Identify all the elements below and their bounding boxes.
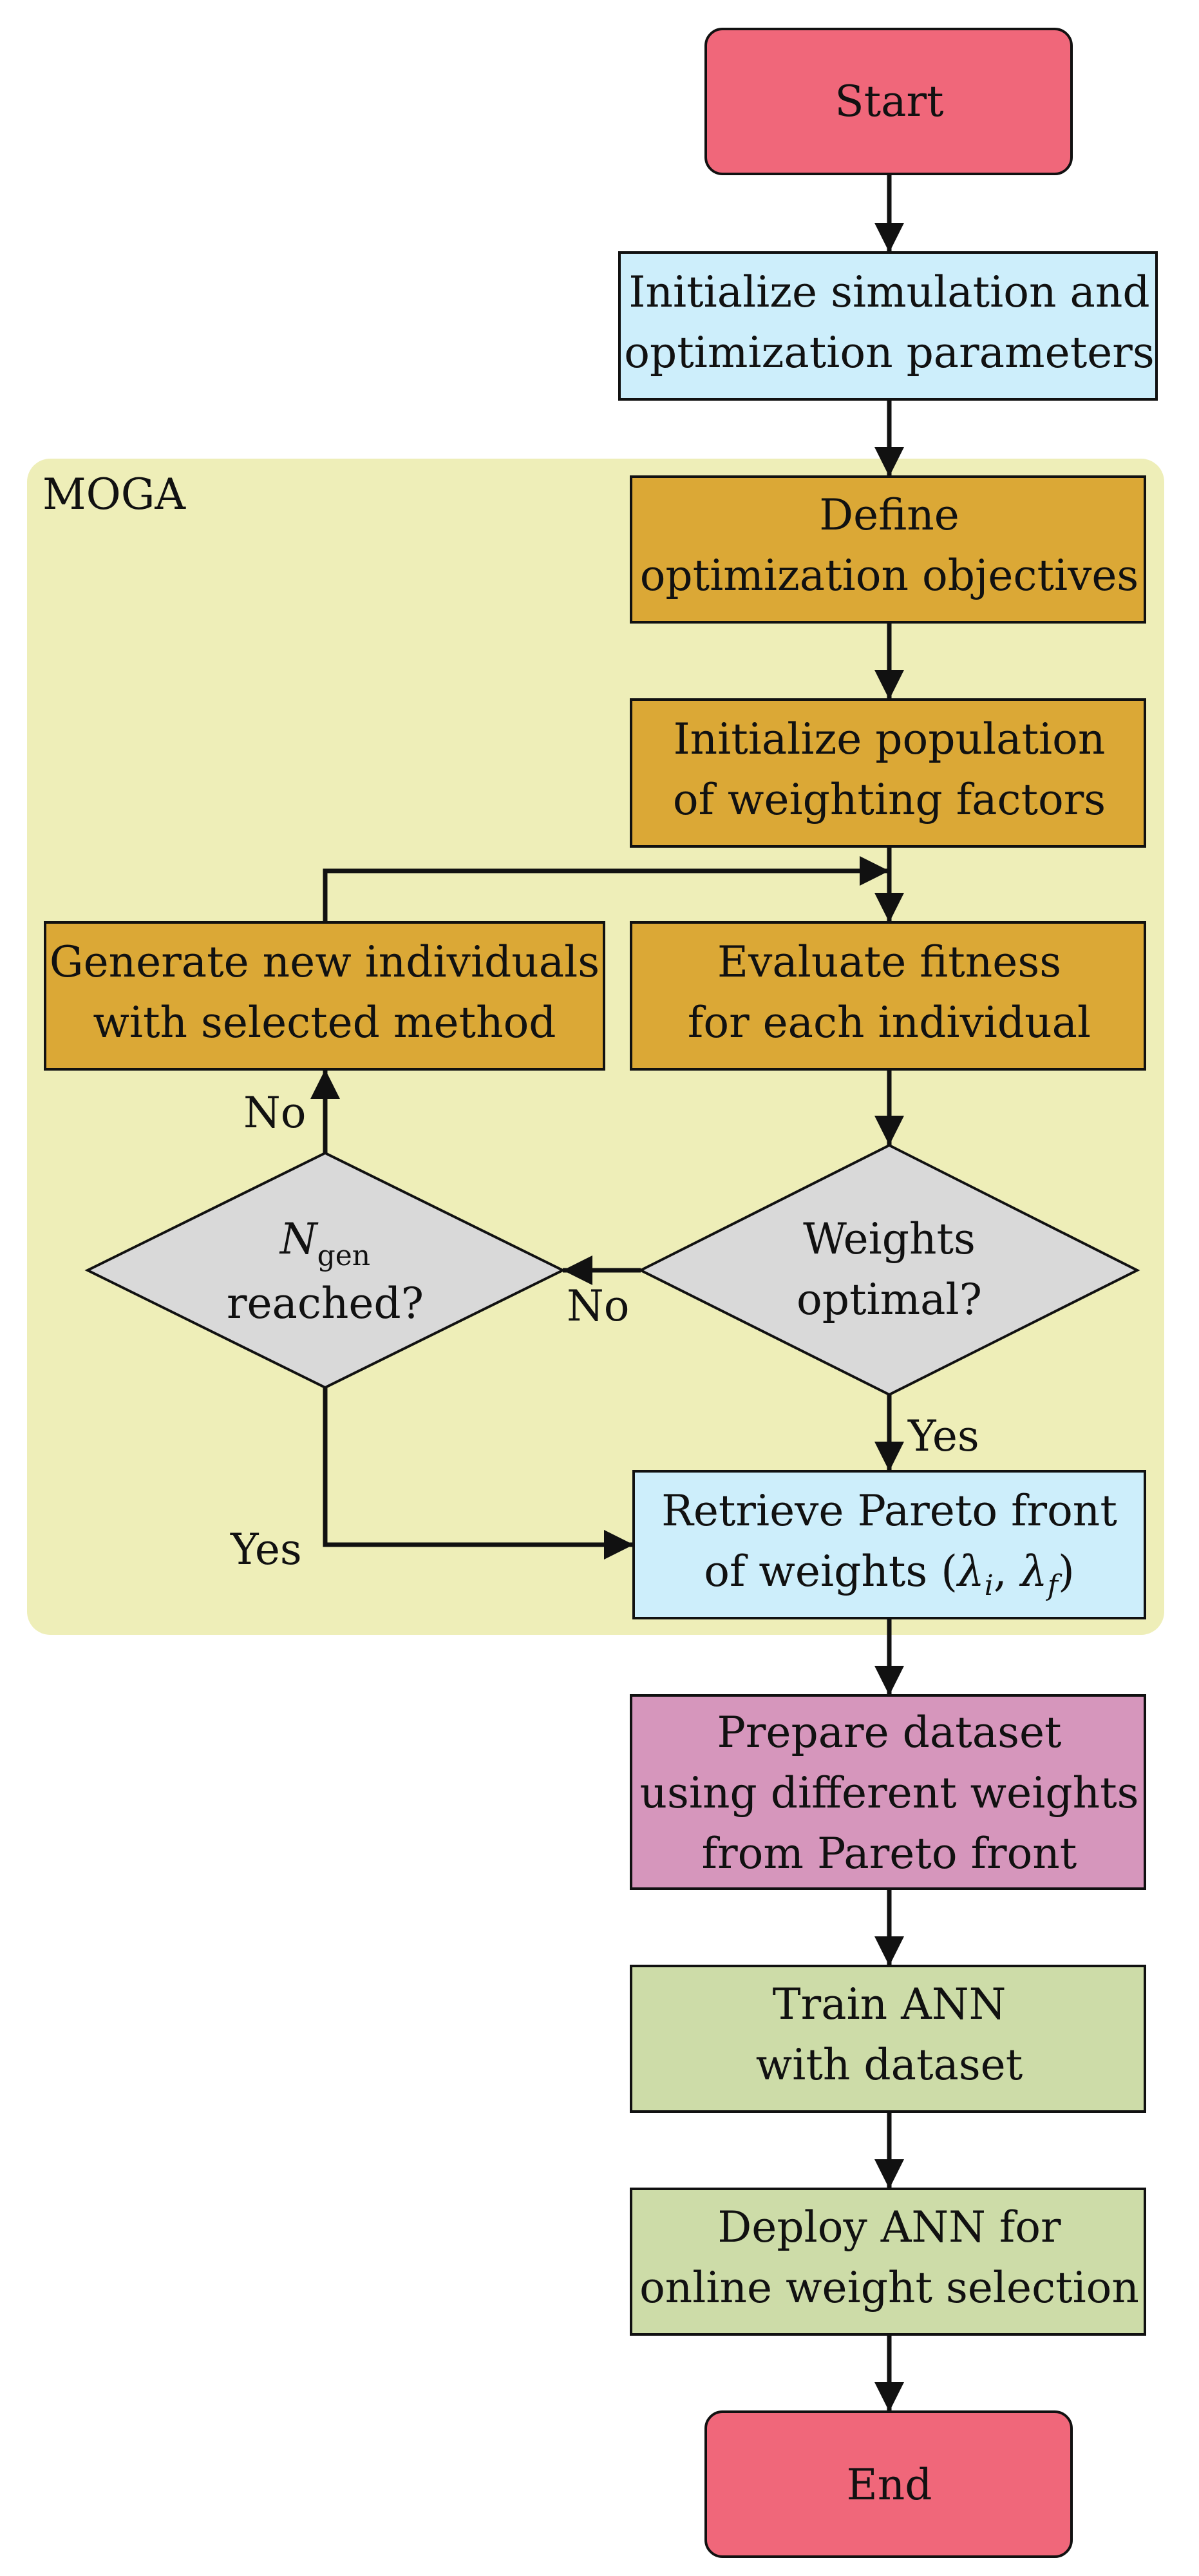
edge-label-ngen-yes: Yes: [230, 1525, 302, 1574]
init-population-line1: Initialize population: [674, 714, 1106, 764]
lambda-i-symbol: λ: [956, 1547, 985, 1596]
prepare-dataset-node: Prepare dataset using different weights …: [630, 1694, 1146, 1890]
evaluate-fitness-node: Evaluate fitness for each individual: [630, 921, 1146, 1071]
edge-generate-to-evaluate: [323, 856, 889, 922]
weights-optimal-decision: Weights optimal?: [637, 1143, 1140, 1397]
evaluate-fitness-line2: for each individual: [688, 998, 1091, 1047]
init-population-line2: of weighting factors: [673, 775, 1106, 825]
retrieve-pareto-node: Retrieve Pareto front of weights (λi, λf…: [632, 1470, 1146, 1619]
deploy-ann-node: Deploy ANN for online weight selection: [630, 2188, 1146, 2336]
edges: [310, 175, 904, 2412]
ngen-reached-line2: reached?: [227, 1279, 424, 1328]
comma: ,: [994, 1547, 1021, 1596]
edge-ngen-yes-to-retrieve: [323, 1388, 634, 1560]
generate-individuals-line1: Generate new individuals: [50, 937, 600, 987]
deploy-ann-line2: online weight selection: [639, 2263, 1139, 2313]
weights-optimal-line2: optimal?: [797, 1275, 982, 1324]
start-label: Start: [835, 77, 943, 126]
ngen-reached-decision: Ngen reached?: [84, 1151, 566, 1389]
train-ann-line2: with dataset: [756, 2040, 1023, 2090]
retrieve-pareto-line2: of weights (λi, λf): [704, 1547, 1074, 1602]
edge-label-weights-no: No: [567, 1281, 630, 1331]
define-objectives-line1: Define: [819, 490, 959, 540]
end-node: End: [704, 2410, 1073, 2558]
init-population-node: Initialize population of weighting facto…: [630, 698, 1146, 848]
open-paren: (: [941, 1547, 958, 1596]
moga-group-label: MOGA: [42, 470, 186, 519]
weights-optimal-line1: Weights: [803, 1214, 976, 1264]
define-objectives-node: Define optimization objectives: [630, 475, 1146, 624]
deploy-ann-line1: Deploy ANN for: [717, 2202, 1061, 2252]
init-params-line2: optimization parameters: [624, 328, 1154, 377]
ngen-symbol-sub: gen: [317, 1239, 371, 1272]
lambda-i-sub: i: [985, 1569, 994, 1602]
lambda-f-symbol: λ: [1019, 1547, 1048, 1596]
start-node: Start: [704, 28, 1073, 175]
ngen-symbol-n: N: [279, 1214, 319, 1264]
retrieve-pareto-line1: Retrieve Pareto front: [661, 1486, 1117, 1536]
train-ann-line1: Train ANN: [773, 1980, 1006, 2029]
prepare-dataset-line1: Prepare dataset: [717, 1708, 1061, 1757]
init-params-node: Initialize simulation and optimization p…: [618, 251, 1158, 401]
generate-individuals-node: Generate new individuals with selected m…: [44, 921, 605, 1071]
define-objectives-line2: optimization objectives: [640, 551, 1139, 600]
edge-label-ngen-no: No: [243, 1088, 307, 1138]
generate-individuals-line2: with selected method: [93, 998, 556, 1047]
evaluate-fitness-line1: Evaluate fitness: [717, 937, 1061, 987]
edge-label-weights-yes: Yes: [907, 1411, 979, 1461]
prepare-dataset-line3: from Pareto front: [702, 1829, 1077, 1878]
train-ann-node: Train ANN with dataset: [630, 1965, 1146, 2113]
end-label: End: [847, 2460, 932, 2510]
retrieve-pareto-prefix: of weights: [704, 1547, 941, 1596]
init-params-line1: Initialize simulation and: [628, 267, 1149, 317]
ngen-symbol: Ngen: [279, 1214, 370, 1272]
close-paren: ): [1058, 1547, 1075, 1596]
prepare-dataset-line2: using different weights: [640, 1768, 1139, 1818]
